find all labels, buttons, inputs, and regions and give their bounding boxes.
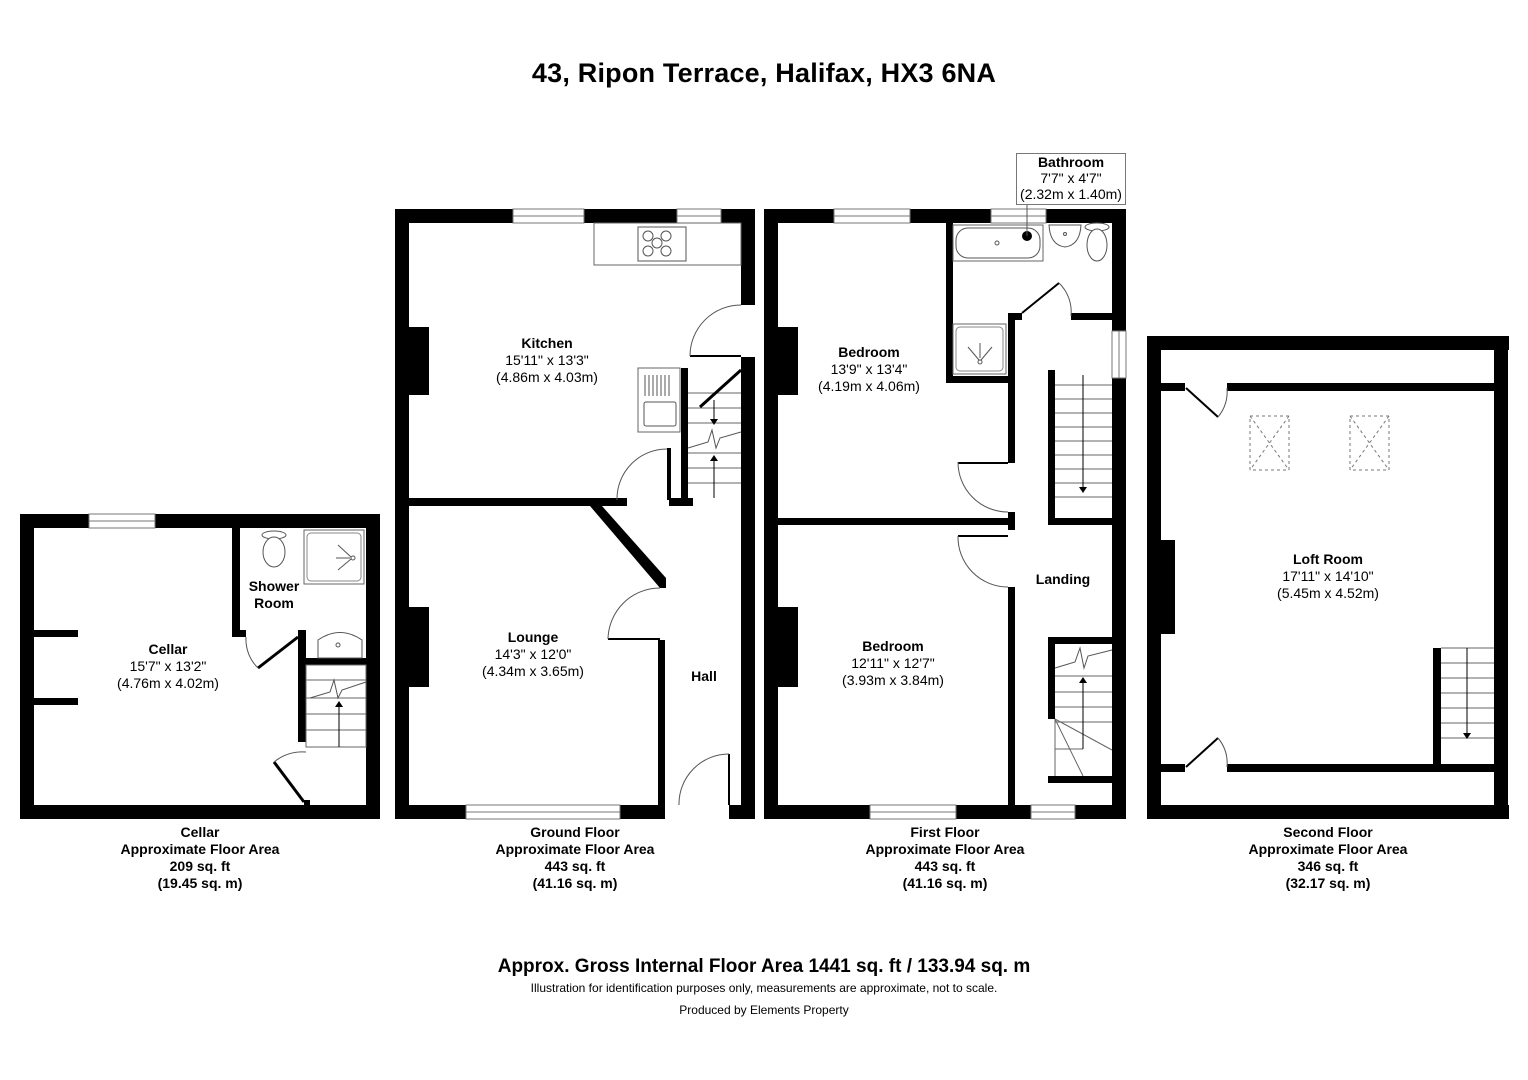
skylight-icon	[1249, 415, 1290, 471]
room-label-hall: Hall	[691, 668, 717, 685]
floor-area-sqft: 346 sq. ft	[1297, 858, 1359, 874]
room-name: Cellar	[148, 641, 188, 657]
room-name: Landing	[1035, 571, 1091, 587]
room-name: Room	[254, 595, 294, 611]
room-dimensions-metric: (2.32m x 1.40m)	[1020, 186, 1122, 202]
floor-caption-ground: Ground Floor Approximate Floor Area 443 …	[496, 824, 655, 892]
floor-area-label: Approximate Floor Area	[865, 841, 1025, 857]
sink-icon	[637, 367, 681, 433]
room-dimensions-imperial: 14'3" x 12'0"	[494, 646, 572, 662]
room-name: Bedroom	[862, 638, 924, 654]
room-name: Hall	[691, 668, 717, 684]
door-icon	[678, 753, 730, 806]
room-dimensions-imperial: 7'7" x 4'7"	[1040, 170, 1102, 186]
floor-area-label: Approximate Floor Area	[1248, 841, 1408, 857]
room-dimensions-imperial: 12'11" x 12'7"	[851, 655, 935, 671]
floor-area-label: Approximate Floor Area	[495, 841, 655, 857]
room-label-lounge: Lounge 14'3" x 12'0" (4.34m x 3.65m)	[482, 629, 584, 680]
floor-area-sqm: (19.45 sq. m)	[157, 875, 243, 891]
first-floor-plan	[764, 203, 1127, 820]
basin-icon	[317, 632, 363, 659]
room-label-bedroom-front: Bedroom 12'11" x 12'7" (3.93m x 3.84m)	[842, 638, 944, 689]
shower-tray-icon	[952, 323, 1007, 375]
room-dimensions-metric: (4.76m x 4.02m)	[117, 675, 219, 691]
room-name: Loft Room	[1293, 551, 1363, 567]
ground-floor-plan	[395, 208, 755, 820]
producer-credit: Produced by Elements Property	[679, 1003, 849, 1017]
door-icon	[245, 635, 299, 670]
gross-floor-area: Approx. Gross Internal Floor Area 1441 s…	[497, 956, 1031, 977]
stairs-icon	[1054, 646, 1113, 777]
window-icon	[1111, 330, 1127, 379]
window-icon	[465, 804, 621, 820]
room-dimensions-metric: (4.86m x 4.03m)	[496, 369, 598, 385]
floor-area-sqft: 443 sq. ft	[914, 858, 976, 874]
toilet-icon	[1084, 222, 1110, 262]
floor-caption-second: Second Floor Approximate Floor Area 346 …	[1249, 824, 1408, 892]
second-floor-plan	[1147, 336, 1509, 819]
floor-area-sqm: (41.16 sq. m)	[902, 875, 988, 891]
room-label-landing: Landing	[1036, 571, 1090, 588]
window-icon	[1030, 804, 1076, 820]
window-icon	[833, 208, 911, 224]
room-name: Shower	[248, 578, 300, 594]
room-dimensions-imperial: 17'11" x 14'10"	[1282, 568, 1374, 584]
room-dimensions-metric: (3.93m x 3.84m)	[842, 672, 944, 688]
room-dimensions-imperial: 15'11" x 13'3"	[505, 352, 589, 368]
floor-area-label: Approximate Floor Area	[120, 841, 280, 857]
stairs-icon	[1055, 375, 1112, 498]
floor-area-sqm: (41.16 sq. m)	[532, 875, 618, 891]
floor-area-sqft: 209 sq. ft	[169, 858, 231, 874]
floor-name: Cellar	[180, 824, 220, 840]
stairs-icon	[687, 368, 743, 498]
window-icon	[869, 804, 957, 820]
floor-name: Ground Floor	[530, 824, 620, 840]
door-icon	[1185, 387, 1228, 418]
room-dimensions-metric: (4.19m x 4.06m)	[818, 378, 920, 394]
room-label-loft-room: Loft Room 17'11" x 14'10" (5.45m x 4.52m…	[1277, 551, 1379, 602]
room-name: Bathroom	[1037, 154, 1105, 170]
room-label-bedroom-rear: Bedroom 13'9" x 13'4" (4.19m x 4.06m)	[818, 344, 920, 395]
cellar-plan	[20, 513, 380, 819]
bathroom-callout: Bathroom 7'7" x 4'7" (2.32m x 1.40m)	[1016, 153, 1126, 205]
window-icon	[676, 208, 722, 224]
room-name: Bedroom	[838, 344, 900, 360]
bathtub-icon	[952, 203, 1044, 262]
disclaimer-text: Illustration for identification purposes…	[530, 981, 998, 995]
room-dimensions-metric: (5.45m x 4.52m)	[1277, 585, 1379, 601]
room-dimensions-imperial: 15'7" x 13'2"	[129, 658, 207, 674]
window-icon	[512, 208, 585, 224]
hob-icon	[637, 226, 687, 262]
room-dimensions-metric: (4.34m x 3.65m)	[482, 663, 584, 679]
door-icon	[272, 751, 310, 806]
property-address-title: 43, Ripon Terrace, Halifax, HX3 6NA	[531, 58, 997, 88]
floor-area-sqm: (32.17 sq. m)	[1285, 875, 1371, 891]
toilet-icon	[261, 530, 287, 568]
room-name: Lounge	[507, 629, 559, 645]
room-dimensions-imperial: 13'9" x 13'4"	[830, 361, 908, 377]
basin-icon	[1048, 224, 1082, 248]
floor-caption-cellar: Cellar Approximate Floor Area 209 sq. ft…	[121, 824, 280, 892]
shower-tray-icon	[303, 529, 365, 585]
stairs-icon	[1441, 647, 1494, 739]
room-label-cellar: Cellar 15'7" x 13'2" (4.76m x 4.02m)	[117, 641, 219, 692]
room-name: Kitchen	[521, 335, 573, 351]
room-label-kitchen: Kitchen 15'11" x 13'3" (4.86m x 4.03m)	[496, 335, 598, 386]
window-icon	[990, 208, 1047, 224]
floor-name: Second Floor	[1283, 824, 1373, 840]
floor-area-sqft: 443 sq. ft	[544, 858, 606, 874]
skylight-icon	[1349, 415, 1390, 471]
floor-caption-first: First Floor Approximate Floor Area 443 s…	[866, 824, 1025, 892]
door-icon	[1185, 737, 1228, 768]
window-icon	[88, 513, 156, 529]
stairs-icon	[305, 664, 367, 748]
floor-name: First Floor	[910, 824, 980, 840]
room-label-shower-room: Shower Room	[249, 578, 300, 612]
